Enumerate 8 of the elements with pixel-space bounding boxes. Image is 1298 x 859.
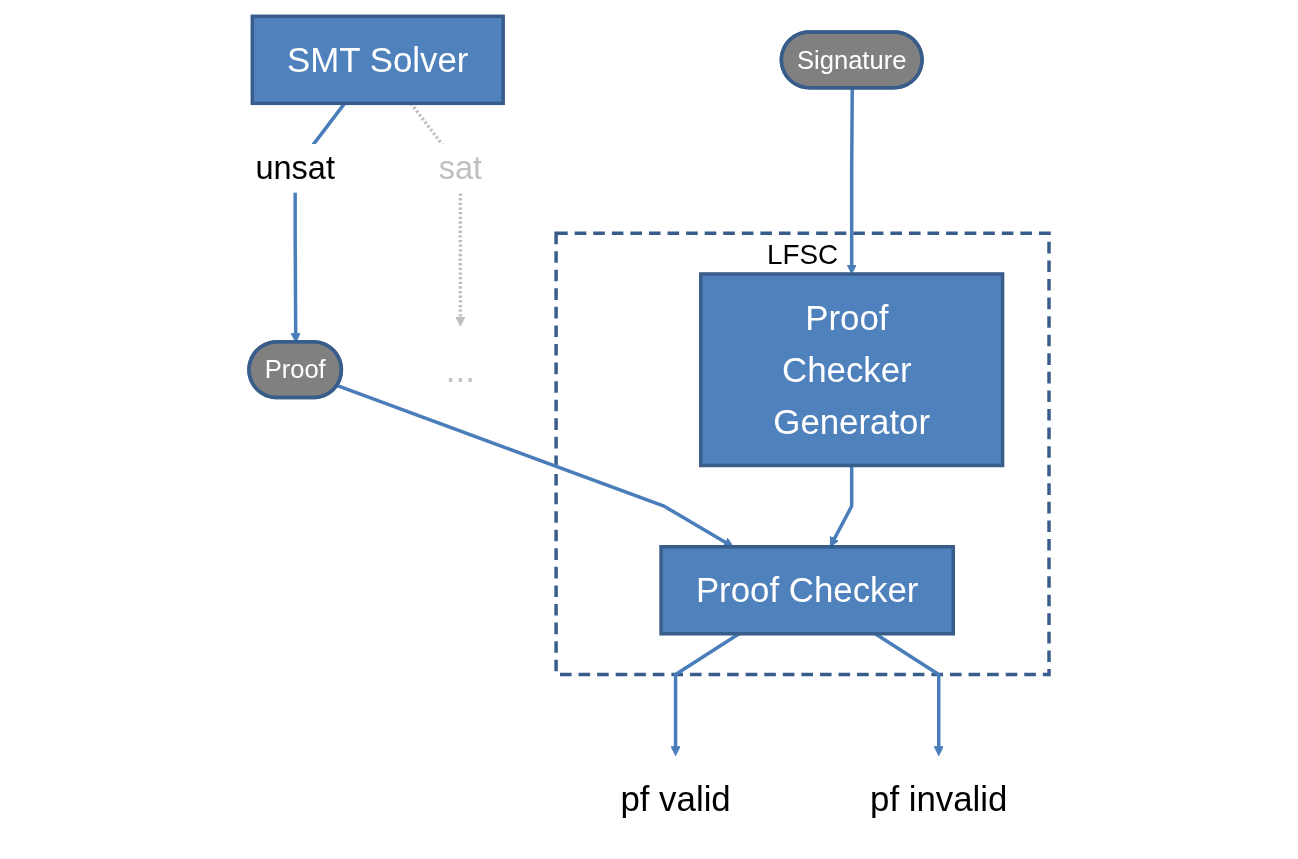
edge-label: unsat	[255, 149, 335, 186]
node-box: Proof Checker Generator	[699, 272, 1005, 468]
node-text: ...	[445, 350, 475, 389]
node-box: SMT Solver	[250, 14, 505, 106]
node-box: Proof Checker	[659, 545, 955, 636]
node-text: pf invalid	[870, 780, 1008, 819]
edge-label: sat	[438, 149, 483, 186]
node-text: pf valid	[620, 780, 731, 819]
